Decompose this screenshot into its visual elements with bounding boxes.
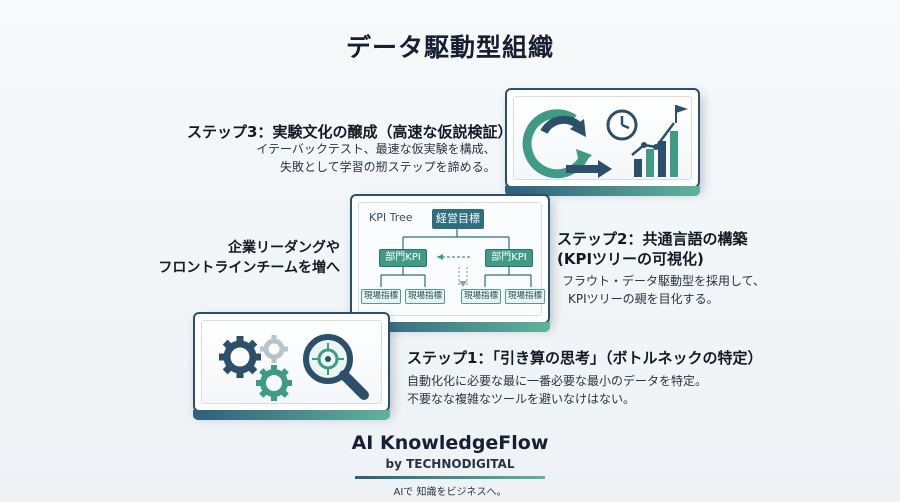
kpi-tree-connectors: [380, 227, 532, 287]
step1-line1: 自動化化に必要な最に一番必要な最小のデータを特定。: [407, 374, 708, 388]
step3-heading: ステップ3：実験文化の醸成（高速な仮説検証）: [187, 123, 513, 141]
step3-card: [505, 88, 700, 196]
side-note: 企業リーダングや フロントラインチームを増へ: [150, 238, 340, 278]
teal-gear-icon: [256, 365, 292, 401]
kpi-root-goal: 経営目標: [432, 209, 484, 229]
kpi-leaf-2: 現場指標: [405, 289, 445, 304]
step2-line1: フラウト・データ駆動型を採用して、: [562, 274, 766, 288]
step1-heading: ステップ1：「引き算の思考」（ボトルネックの特定）: [407, 349, 763, 367]
step2-description: フラウト・データ駆動型を採用して、 KPIツリーの覡を目化する。: [562, 272, 765, 308]
kpi-leaf-4: 現場指標: [505, 289, 545, 304]
clock-icon: [606, 109, 638, 141]
step1-description: 自動化化に必要な最に一番必要な最小のデータを特定。 不要なな複雑なツールを避いな…: [407, 372, 707, 408]
step1-line2: 不要なな複雑なツールを避いなけはない。: [407, 392, 636, 406]
brand-tagline: AIで 知識をビジネスへ。: [393, 487, 507, 498]
kpi-leaf-3: 現場指標: [461, 289, 501, 304]
step2-heading: ステップ2：共通言語の構築 (KPIツリーの可視化): [557, 229, 747, 269]
cycle-growth-illustration: [522, 105, 688, 179]
gears-magnifier-illustration: [219, 334, 369, 401]
brand-underline: [355, 476, 545, 479]
step1-card-inner: [201, 320, 382, 404]
magnifier-icon: [303, 334, 369, 400]
kpi-dept-right: 部門KPI: [485, 249, 533, 267]
bar-chart-growth-icon: [631, 105, 688, 177]
gear-icon: [219, 336, 261, 378]
page-title: データ駆動型組織: [345, 33, 554, 62]
kpi-dept-left: 部門KPI: [379, 249, 427, 267]
kpi-tree-label: KPI Tree: [369, 211, 413, 224]
step2-heading-line1: ステップ2：共通言語の構築: [557, 230, 748, 248]
side-note-line1: 企業リーダングや: [228, 240, 340, 256]
step3-line2: 失敗として学習の剏ステップを諦める。: [280, 160, 496, 174]
step2-line2: KPIツリーの覡を目化する。: [568, 292, 719, 306]
step2-heading-line2: (KPIツリーの可視化): [557, 250, 704, 268]
step3-description: イテーバックテスト、最速な仮実験を構成、 失敗として学習の剏ステップを諦める。: [250, 140, 496, 176]
step3-card-inner: [513, 96, 692, 180]
brand-byline: by TECHNODIGITAL: [385, 457, 515, 471]
kpi-tree-diagram: KPI Tree 経営目標 部門KPI 部門KPI 現場指標 現場指標 現場指標…: [358, 202, 545, 316]
step3-line1: イテーバックテスト、最速な仮実験を構成、: [256, 142, 496, 156]
cycle-arrows-icon: [522, 109, 612, 179]
kpi-leaf-1: 現場指標: [361, 289, 401, 304]
side-note-line2: フロントラインチームを増へ: [158, 260, 340, 276]
step2-card: KPI Tree 経営目標 部門KPI 部門KPI 現場指標 現場指標 現場指標…: [350, 194, 550, 332]
step1-card: [193, 312, 390, 420]
brand-name: AI KnowledgeFlow: [351, 432, 549, 454]
small-gear-icon: [260, 335, 288, 363]
